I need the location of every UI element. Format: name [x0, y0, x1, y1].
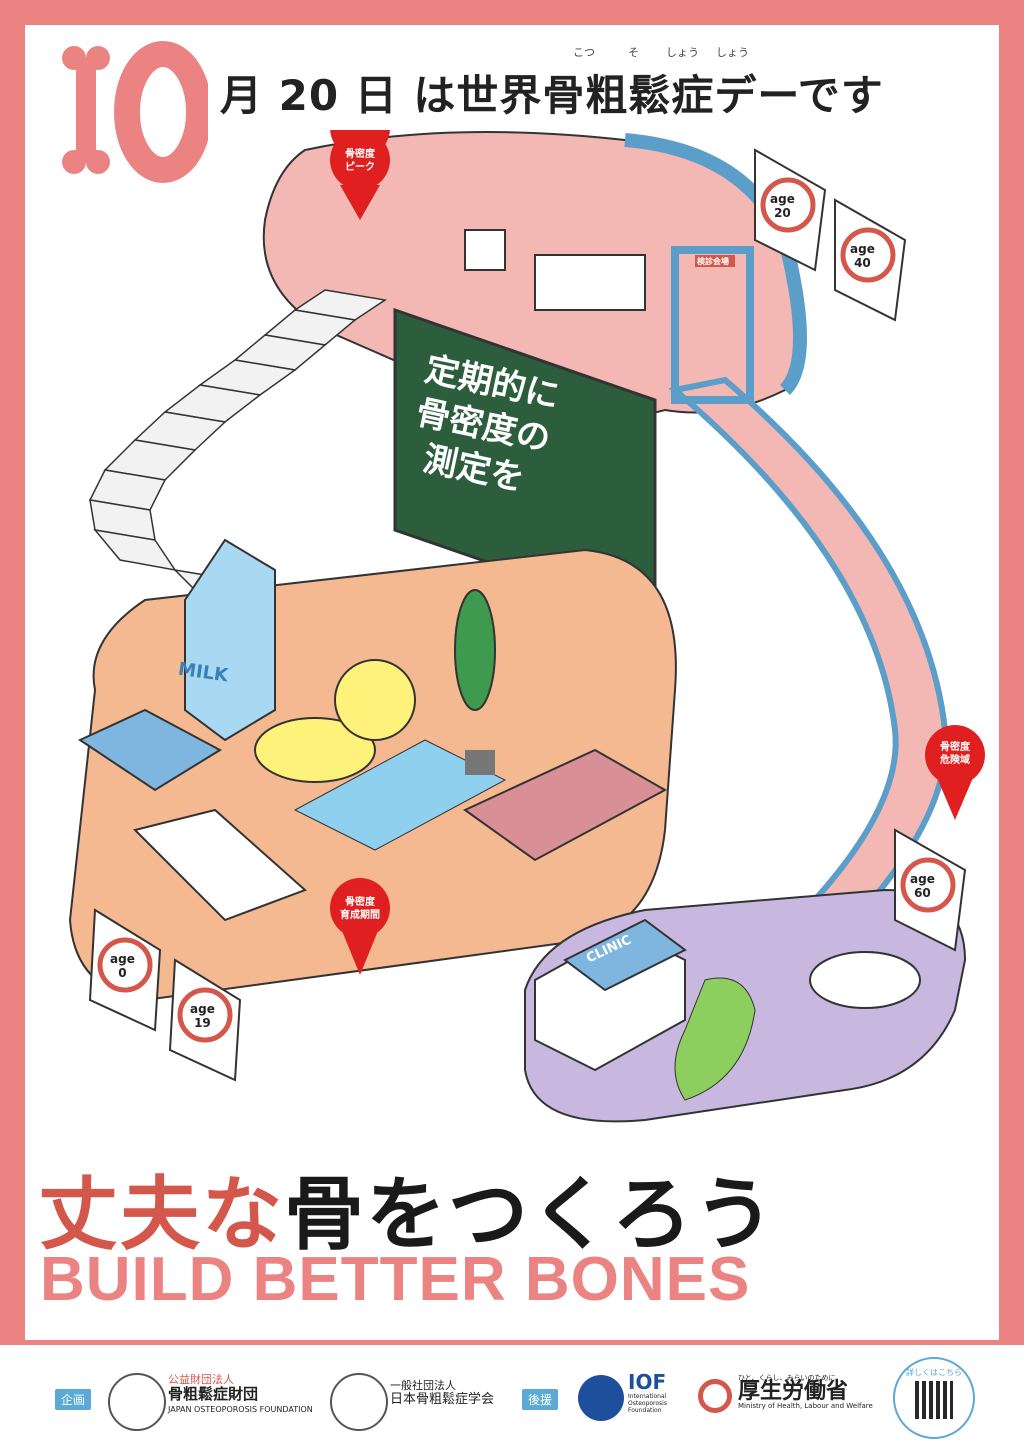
age-sign-19: age 19: [190, 1002, 215, 1030]
org-mhlw-name: 厚生労働省: [738, 1379, 849, 1404]
kouen-tag: 後援: [522, 1389, 559, 1410]
org-jos: 一般社団法人 日本骨粗鬆症学会: [390, 1379, 494, 1407]
jos-logo-icon: [330, 1373, 388, 1431]
age-signs: [88, 148, 967, 1082]
pin-label-peak: 骨密度 ピーク: [345, 149, 375, 173]
iof-logo-icon: [578, 1375, 624, 1421]
qr-label: 詳しくはこちら: [906, 1368, 962, 1377]
world-osteoporosis-day-text: 月 20 日 は世界骨粗鬆症デーです: [220, 71, 884, 120]
main-title-jp: 丈夫な骨をつくろう: [38, 1150, 776, 1266]
growth-platform: [68, 538, 677, 1002]
age-sign-60: age 60: [910, 872, 935, 900]
title-red-part: 丈夫な: [38, 1168, 284, 1261]
org-iof: IOF International Osteoporosis Foundatio…: [628, 1372, 688, 1414]
ruby-shou1: しょう: [666, 46, 699, 59]
title-black-part: 骨をつくろう: [284, 1168, 776, 1261]
age-sign-40: age 40: [850, 242, 875, 270]
qr-code-icon[interactable]: [915, 1381, 953, 1419]
mhlw-logo-icon: [698, 1379, 732, 1413]
org-iof-sub: International Osteoporosis Foundation: [628, 1393, 667, 1414]
qr-badge[interactable]: 詳しくはこちら: [893, 1357, 975, 1439]
org-jof: 公益財団法人 骨粗鬆症財団 JAPAN OSTEOPOROSIS FOUNDAT…: [168, 1373, 313, 1417]
gate-label: 検診会場: [697, 257, 729, 266]
org-jof-en: JAPAN OSTEOPOROSIS FOUNDATION: [168, 1405, 313, 1414]
main-title-en: BUILD BETTER BONES: [40, 1245, 751, 1314]
footer: 企画 公益財団法人 骨粗鬆症財団 JAPAN OSTEOPOROSIS FOUN…: [0, 1345, 1024, 1448]
age-sign-0: age 0: [110, 952, 135, 980]
clinic-platform: [524, 888, 967, 1123]
bone-number-ten: [58, 40, 212, 194]
org-mhlw-en: Ministry of Health, Labour and Welfare: [738, 1402, 873, 1410]
org-jos-sub: 一般社団法人: [390, 1379, 456, 1392]
org-mhlw-sub: ひと、くらし、みらいのために: [738, 1374, 836, 1382]
ruby-kotsu: こつ: [573, 46, 595, 59]
kikaku-tag: 企画: [55, 1389, 92, 1410]
org-mhlw: ひと、くらし、みらいのために 厚生労働省 Ministry of Health,…: [738, 1371, 873, 1413]
pin-marker-growth: [330, 878, 390, 975]
jof-logo-icon: [108, 1373, 166, 1431]
age-sign-20: age 20: [770, 192, 795, 220]
org-iof-name: IOF: [628, 1370, 667, 1394]
bone-health-illustration: [25, 27, 999, 1134]
ruby-shou2: しょう: [716, 46, 749, 59]
ruby-so: そ: [628, 46, 639, 59]
pin-marker-danger: [925, 725, 985, 820]
pin-label-danger: 骨密度 危険域: [940, 742, 970, 766]
org-jof-sub: 公益財団法人: [168, 1373, 234, 1386]
org-jof-name: 骨粗鬆症財団: [168, 1385, 259, 1403]
pin-label-growth: 骨密度 育成期間: [340, 897, 380, 921]
org-jos-name: 日本骨粗鬆症学会: [390, 1392, 495, 1407]
chalkboard-text: 定期的に 骨密度の 測定を: [412, 349, 563, 500]
